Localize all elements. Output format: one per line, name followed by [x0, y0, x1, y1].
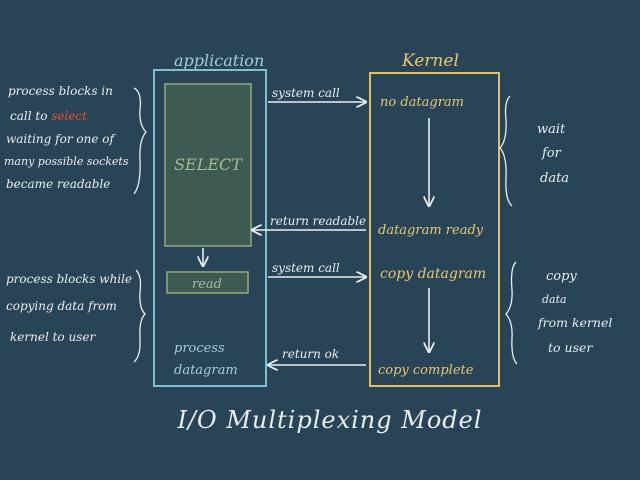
process-label: process datagram — [174, 341, 238, 378]
application-header: application — [174, 51, 264, 70]
right-note-2: copy data from kernel to user — [537, 269, 617, 355]
left-brace-1 — [133, 87, 147, 195]
read-label: read — [192, 277, 222, 292]
select-label: SELECT — [174, 155, 243, 174]
right-note-1-line-2: for — [541, 146, 562, 161]
read-box — [166, 271, 249, 294]
kernel-header: Kernel — [401, 51, 459, 71]
right-note-1-line-3: data — [540, 171, 569, 186]
right-brace-2 — [505, 261, 518, 365]
left-note-1-line-2-text: call to — [10, 109, 51, 123]
application-column — [153, 69, 267, 387]
kernel-column — [369, 72, 500, 387]
diagram-title: I/O Multiplexing Model — [176, 406, 482, 434]
system-call-1-label: system call — [272, 86, 340, 100]
left-note-2-line-1: process blocks while — [6, 272, 132, 286]
left-note-1-line-5: became readable — [6, 177, 110, 191]
left-note-2-line-3: kernel to user — [10, 330, 96, 344]
right-note-2-line-2: data — [542, 293, 567, 306]
select-word: select — [51, 109, 87, 123]
right-note-1-line-1: wait — [537, 122, 566, 137]
return-readable-label: return readable — [270, 214, 366, 228]
left-brace-2 — [133, 269, 146, 363]
no-datagram-step: no datagram — [380, 95, 464, 110]
return-ok-label: return ok — [282, 347, 339, 361]
datagram-ready-step: datagram ready — [378, 223, 484, 238]
right-note-2-line-4: to user — [548, 340, 593, 355]
right-note-2-line-1: copy — [546, 269, 577, 284]
left-note-2-line-2: copying data from — [6, 299, 117, 313]
process-line-1: process — [174, 341, 225, 356]
left-note-1-line-4: many possible sockets — [4, 155, 129, 168]
right-note-2-line-3: from kernel — [537, 315, 612, 330]
right-brace-1 — [499, 95, 513, 207]
left-note-1: process blocks in call to select waiting… — [4, 84, 132, 191]
copy-datagram-step: copy datagram — [380, 266, 486, 282]
system-call-2-label: system call — [272, 261, 340, 275]
left-note-1-line-3: waiting for one of — [6, 132, 116, 146]
select-box — [164, 83, 252, 247]
left-note-1-line-1: process blocks in — [8, 84, 113, 98]
left-note-1-line-2: call to select — [10, 109, 87, 123]
left-note-2: process blocks while copying data from k… — [6, 272, 136, 344]
right-note-1: wait for data — [537, 122, 569, 186]
copy-complete-step: copy complete — [378, 363, 474, 378]
process-line-2: datagram — [174, 363, 238, 378]
